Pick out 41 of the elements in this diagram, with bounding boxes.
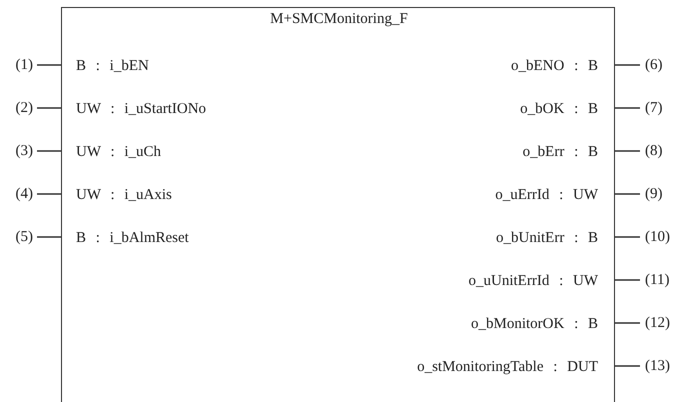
input-pin-label: UW : i_uAxis [76,186,172,204]
output-pin-label: o_bErr : B [522,143,598,161]
pin-line [37,193,61,195]
output-pin-label: o_uErrId : UW [495,186,598,204]
callout-number: (7) [645,99,662,117]
callout-number: (4) [16,185,33,203]
input-pin-label: UW : i_uCh [76,143,162,161]
output-pin-label: o_uUnitErrId : UW [468,272,598,290]
pin-line [37,236,61,238]
pin-line [615,64,640,66]
callout-number: (2) [16,99,33,117]
pin-line [615,322,640,324]
output-pin-label: o_bOK : B [520,100,598,118]
pin-line [615,150,640,152]
input-pin-label: UW : i_uStartIONo [76,100,206,118]
input-pin-label: B : i_bAlmReset [76,229,189,247]
pin-line [615,107,640,109]
pin-line [615,279,640,281]
output-pin-label: o_bENO : B [511,57,598,75]
pin-line [37,107,61,109]
callout-number: (11) [645,271,670,289]
callout-number: (10) [645,228,670,246]
pin-line [615,365,640,367]
callout-number: (9) [645,185,662,203]
callout-number: (1) [16,56,33,74]
block-title: M+SMCMonitoring_F [269,10,409,28]
callout-number: (3) [16,142,33,160]
callout-number: (6) [645,56,662,74]
callout-number: (5) [16,228,33,246]
pin-line [37,64,61,66]
callout-number: (13) [645,357,670,375]
pin-line [37,150,61,152]
input-pin-label: B : i_bEN [76,57,149,75]
function-block [61,7,615,402]
output-pin-label: o_stMonitoringTable : DUT [417,358,598,376]
output-pin-label: o_bMonitorOK : B [470,315,598,333]
pin-line [615,236,640,238]
output-pin-label: o_bUnitErr : B [496,229,598,247]
callout-number: (12) [645,314,670,332]
callout-number: (8) [645,142,662,160]
pin-line [615,193,640,195]
